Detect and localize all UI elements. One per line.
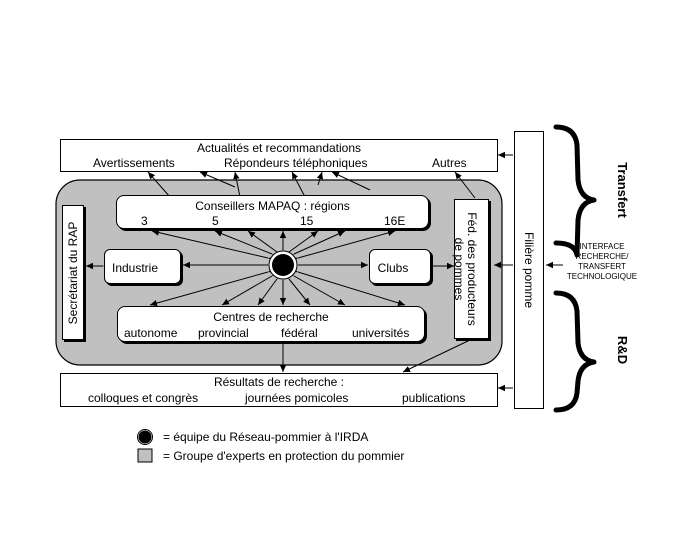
industrie-box — [104, 249, 181, 284]
legend-circle-text: = équipe du Réseau-pommier à l'IRDA — [163, 430, 369, 444]
arrow-up-3 — [233, 171, 241, 198]
conseillers-box — [116, 195, 429, 229]
clubs-label: Clubs — [377, 261, 409, 275]
centres-title: Centres de recherche — [213, 310, 329, 324]
rd-label: R&D — [615, 336, 630, 364]
arrow-up-6 — [331, 171, 371, 191]
resultats-title: Résultats de recherche : — [213, 375, 345, 389]
legend-square-icon — [137, 448, 153, 463]
clubs-box — [369, 249, 431, 284]
arrow-federation-resultats — [402, 339, 471, 373]
interface-line-1: INTERFACE — [579, 242, 625, 251]
secretariat-box — [62, 205, 84, 340]
actualites-item-repondeurs: Répondeurs téléphoniques — [224, 156, 368, 170]
arrow-up-4 — [291, 171, 306, 198]
resultats-item-publications: publications — [402, 391, 466, 405]
legend-circle-icon — [138, 430, 152, 444]
hub-arrow-c — [257, 271, 284, 306]
legend-symbols — [137, 429, 153, 463]
brace-transfert — [553, 124, 597, 258]
resultats-box — [60, 373, 498, 407]
resultats-item-journees: journées pomicoles — [245, 391, 349, 405]
secretariat-label: Secrétariat du RAP — [66, 221, 80, 325]
filiere-box — [514, 131, 544, 409]
arrow-up-5 — [316, 171, 323, 186]
filiere-label: Filière pomme — [522, 231, 536, 309]
federation-box — [454, 199, 489, 339]
federation-label: Féd. des producteurs de pommes — [452, 212, 479, 326]
interface-line-4: TECHNOLOGIQUE — [566, 272, 638, 281]
region-3: 3 — [141, 214, 148, 228]
arrow-up-1 — [147, 171, 171, 198]
transfert-label: Transfert — [615, 162, 630, 218]
hub-arrow-universites — [290, 266, 406, 306]
region-16e: 16E — [384, 214, 406, 228]
arrow-up-7 — [454, 171, 476, 199]
actualites-item-avertissements: Avertissements — [93, 156, 175, 170]
centres-box — [117, 306, 425, 342]
interface-line-3: TRANSFERT — [578, 262, 626, 271]
hub-circle — [272, 254, 294, 276]
hub-arrow-5b — [247, 230, 285, 259]
arrow-up-2 — [199, 171, 236, 188]
legend-square-text: = Groupe d'experts en protection du pomm… — [163, 449, 405, 463]
resultats-item-colloques: colloques et congrès — [88, 391, 199, 405]
actualites-item-autres: Autres — [432, 156, 467, 170]
region-15: 15 — [300, 214, 314, 228]
centres-item-federal: fédéral — [281, 326, 318, 340]
centres-item-universites: universités — [352, 326, 410, 340]
actualites-title: Actualités et recommandations — [196, 141, 362, 155]
hub-arrow-16e — [290, 229, 396, 263]
region-5: 5 — [212, 214, 219, 228]
interface-line-2: RECHERCHE/ — [575, 252, 629, 261]
centres-item-autonome: autonome — [124, 326, 178, 340]
actualites-box — [60, 139, 498, 172]
centres-item-provincial: provincial — [198, 326, 249, 340]
industrie-label: Industrie — [111, 261, 159, 275]
conseillers-title: Conseillers MAPAQ : régions — [195, 199, 350, 213]
brace-rd — [553, 290, 597, 413]
